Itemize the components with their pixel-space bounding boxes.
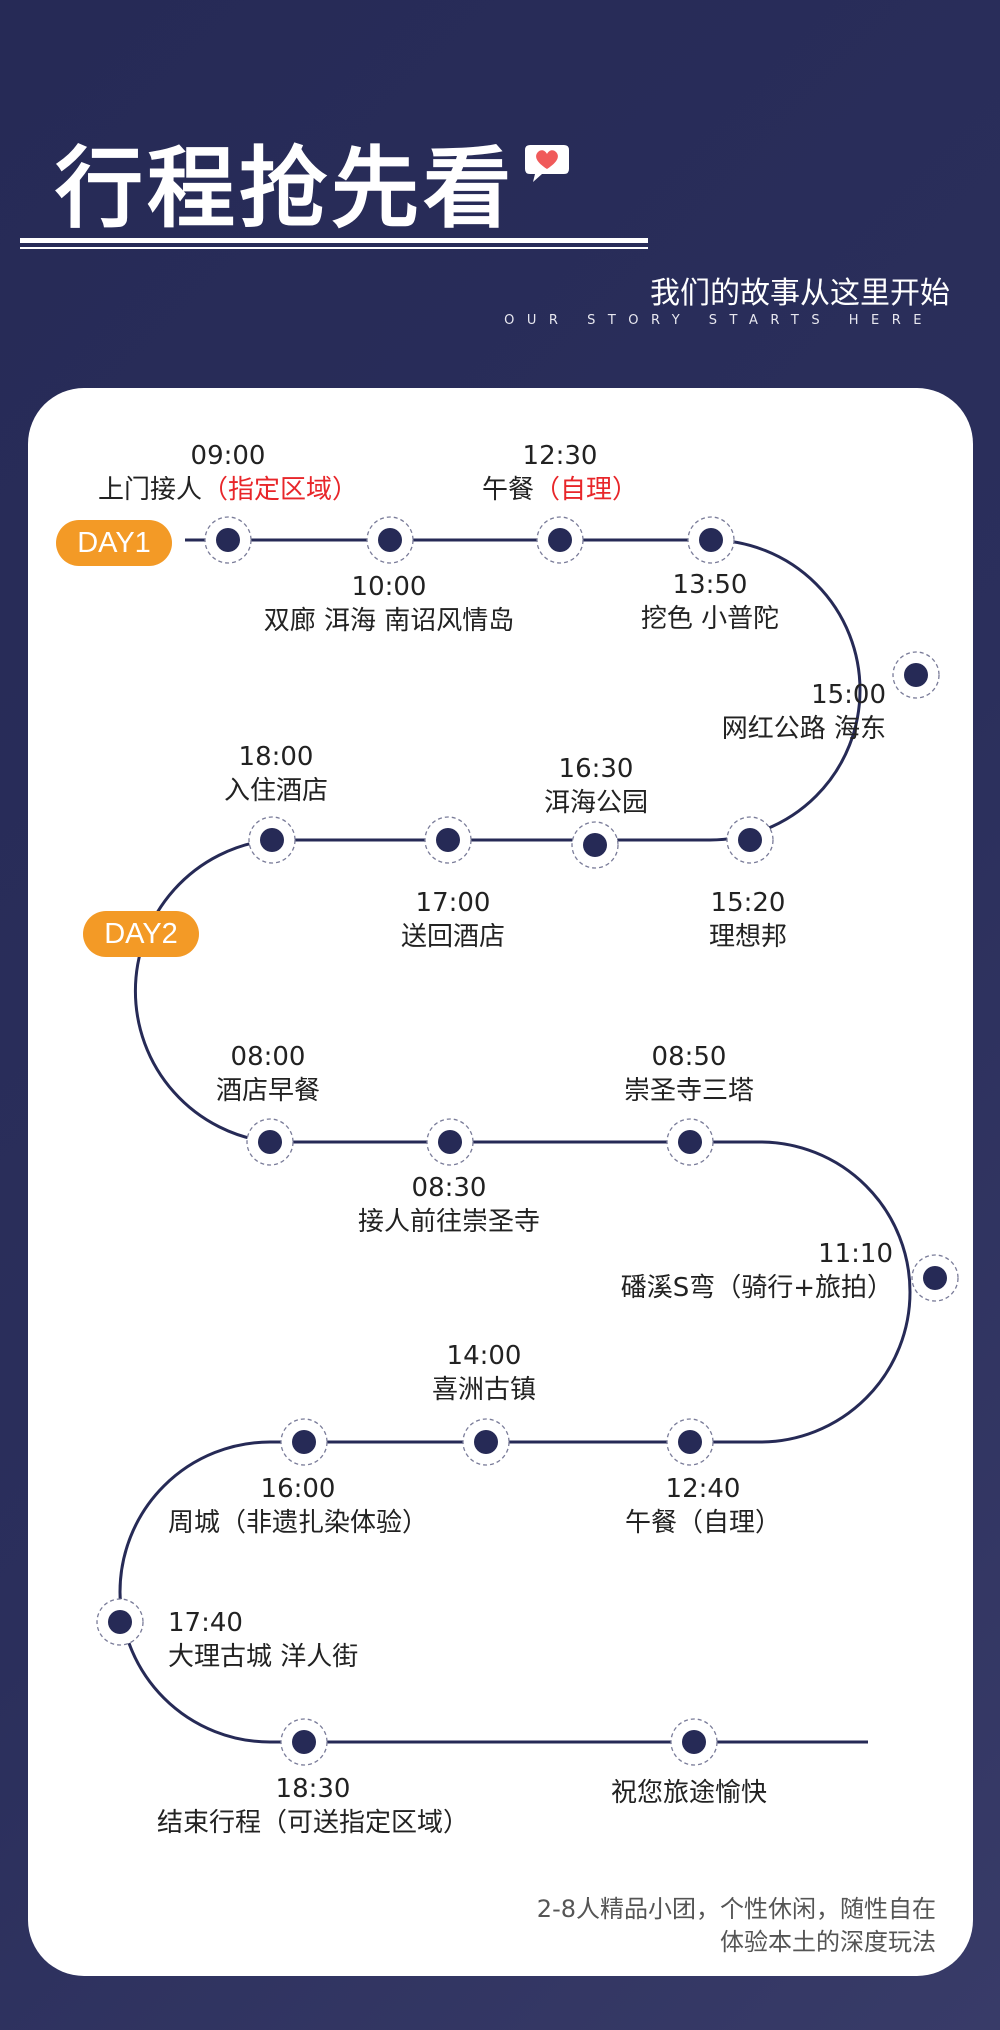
stop-name: 双廊 洱海 南诏风情岛 [263,606,515,636]
stop-label: 17:00 送回酒店 [353,886,553,954]
stop-label: 17:40 大理古城 洋人街 [168,1606,428,1674]
stop-label: 15:00 网红公路 海东 [640,678,886,746]
route-stop-marker [536,516,584,564]
stop-name: 洱海公园 [543,788,648,818]
stop-label: 16:30 洱海公园 [496,752,696,820]
stop-label: 08:50 崇圣寺三塔 [599,1040,779,1108]
itinerary-card [28,388,973,1976]
stop-name: 接人前往崇圣寺 [357,1207,540,1237]
stop-note: （自理） [534,475,639,505]
stop-time: 14:00 [446,1341,522,1371]
stop-time: 08:30 [411,1173,487,1203]
page-title: 行程抢先看 [55,137,516,240]
stop-name: 理想邦 [708,922,787,952]
route-stop-marker [424,816,472,864]
stop-name: 周城（非遗扎染体验） [167,1508,428,1538]
stop-name: 祝您旅途愉快 [610,1778,767,1808]
stop-name: 结束行程（可送指定区域） [156,1808,469,1838]
stop-label: 12:40 午餐（自理） [603,1472,803,1540]
stop-time: 08:50 [651,1042,727,1072]
stop-time: 17:40 [168,1608,243,1638]
route-stop-marker [426,1118,474,1166]
stop-time: 09:00 [190,441,266,471]
stop-time: 10:00 [351,572,427,602]
stop-label: 祝您旅途愉快 [589,1776,789,1810]
route-line [118,538,912,1744]
stop-name: 磻溪S弯（骑行+旅拍） [620,1273,893,1303]
stop-time: 16:00 [260,1474,336,1504]
stop-label: 11:10 磻溪S弯（骑行+旅拍） [568,1237,893,1305]
stop-name: 网红公路 海东 [721,714,886,744]
route-stop-marker [248,816,296,864]
footer-line: 2-8人精品小团，个性休闲，随性自在 [536,1895,936,1923]
stop-label: 18:30 结束行程（可送指定区域） [138,1772,488,1840]
stop-label: 12:30 午餐（自理） [460,439,660,507]
route-stop-marker [366,516,414,564]
stop-note: （指定区域） [202,475,359,505]
footer-line: 体验本土的深度玩法 [720,1928,936,1956]
stop-label: 08:00 酒店早餐 [168,1040,368,1108]
stop-name: 挖色 小普陀 [640,604,780,634]
subtitle-english: OUR STORY STARTS HERE [504,313,934,328]
heart-speech-bubble-icon [525,145,569,182]
stop-name: 入住酒店 [223,776,328,806]
route-stop-marker [571,821,619,869]
stop-label: 18:00 入住酒店 [176,740,376,808]
stop-time: 15:00 [811,680,886,710]
route-stop-marker [462,1418,510,1466]
route-stop-marker [726,816,774,864]
stop-label: 15:20 理想邦 [648,886,848,954]
route-stop-marker [687,516,735,564]
day1-badge: DAY1 [56,520,172,566]
route-stop-marker [892,651,940,699]
route-stop-marker [96,1598,144,1646]
stop-name: 午餐（自理） [624,1508,781,1538]
stop-name: 午餐（自理） [481,475,639,505]
stop-label: 08:30 接人前往崇圣寺 [329,1171,569,1239]
route-stop-marker [911,1254,959,1302]
day2-badge: DAY2 [83,911,199,957]
title-underline-thin [20,247,648,249]
route-stop-marker [280,1718,328,1766]
stop-time: 16:30 [558,754,634,784]
stop-label: 10:00 双廊 洱海 南诏风情岛 [239,570,539,638]
stop-time: 18:30 [275,1774,351,1804]
stop-name: 喜洲古镇 [431,1375,536,1405]
route-stop-marker [280,1418,328,1466]
stop-label: 13:50 挖色 小普陀 [600,568,820,636]
route-stop-marker [666,1118,714,1166]
stop-name: 酒店早餐 [215,1076,320,1106]
stop-name: 上门接人（指定区域） [98,475,359,505]
stop-label: 14:00 喜洲古镇 [384,1339,584,1407]
stop-time: 18:00 [238,742,314,772]
footer-tagline: 2-8人精品小团，个性休闲，随性自在 体验本土的深度玩法 [537,1893,936,1959]
stop-name: 崇圣寺三塔 [623,1076,754,1106]
stop-label: 09:00 上门接人（指定区域） [98,439,358,507]
route-stop-marker [246,1118,294,1166]
route-stop-marker [666,1418,714,1466]
stop-time: 17:00 [415,888,491,918]
stop-name: 送回酒店 [400,922,505,952]
stop-time: 08:00 [230,1042,306,1072]
stop-time: 13:50 [672,570,748,600]
route-stop-marker [670,1718,718,1766]
stop-time: 12:40 [665,1474,741,1504]
route-stop-marker [204,516,252,564]
stop-time: 15:20 [710,888,786,918]
stop-name: 大理古城 洋人街 [168,1642,359,1672]
stop-label: 16:00 周城（非遗扎染体验） [142,1472,454,1540]
title-underline [20,238,648,243]
stop-time: 11:10 [818,1239,893,1269]
stop-time: 12:30 [522,441,598,471]
subtitle: 我们的故事从这里开始 [650,276,950,311]
